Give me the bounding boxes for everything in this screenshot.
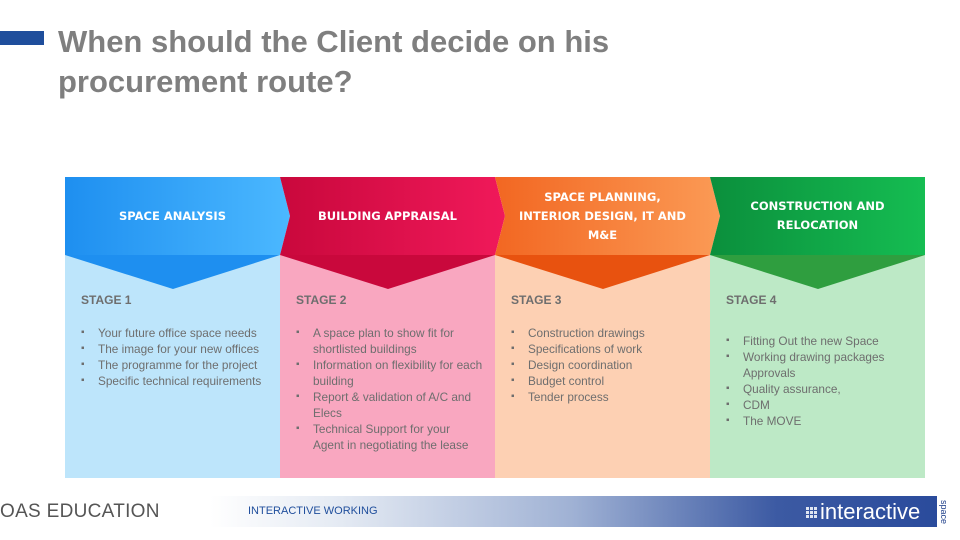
list-item: Report & validation of A/C and Elecs xyxy=(296,389,483,421)
stage-3-column: SPACE PLANNING, INTERIOR DESIGN, IT AND … xyxy=(495,177,720,478)
stage-4-list: Fitting Out the new Space Working drawin… xyxy=(726,333,913,429)
logo-side-text: space xyxy=(937,495,951,529)
list-item: Budget control xyxy=(511,373,698,389)
stage-1-header: SPACE ANALYSIS xyxy=(65,177,290,255)
stage-3-header-text: SPACE PLANNING, INTERIOR DESIGN, IT AND … xyxy=(519,189,686,242)
logo-grid-icon xyxy=(806,506,817,518)
stage-3-header-shape xyxy=(495,177,720,255)
list-item: Quality assurance, xyxy=(726,381,913,397)
list-item: Tender process xyxy=(511,389,698,405)
list-item: Construction drawings xyxy=(511,325,698,341)
list-item: The MOVE xyxy=(726,413,913,429)
list-item: Information on flexibility for each buil… xyxy=(296,357,483,389)
stage-1-pointer xyxy=(65,255,280,289)
stage-2-header: BUILDING APPRAISAL xyxy=(280,177,505,255)
stage-4-column: CONSTRUCTION AND RELOCATION STAGE 4 Fitt… xyxy=(710,177,925,478)
stage-3-pointer xyxy=(495,255,710,289)
list-item: Fitting Out the new Space xyxy=(726,333,913,349)
list-item: Your future office space needs xyxy=(81,325,268,341)
list-item: Specifications of work xyxy=(511,341,698,357)
list-item: Design coordination xyxy=(511,357,698,373)
stage-4-label: STAGE 4 xyxy=(726,293,777,307)
list-item: Working drawing packages Approvals xyxy=(726,349,913,381)
stage-1-label: STAGE 1 xyxy=(81,293,132,307)
logo-side-label: space xyxy=(939,499,949,525)
stage-1-header-shape xyxy=(65,177,290,255)
stage-3-list: Construction drawings Specifications of … xyxy=(511,325,698,405)
interactive-logo: interactive xyxy=(806,498,920,526)
logo-wordmark: interactive xyxy=(820,499,921,524)
title-accent-bar xyxy=(0,31,44,45)
list-item: Technical Support for your Agent in nego… xyxy=(296,421,483,453)
footer-organisation-text: OAS EDUCATION xyxy=(0,501,160,522)
stage-2-header-text: BUILDING APPRAISAL xyxy=(318,208,457,223)
slide-title: When should the Client decide on his pro… xyxy=(58,24,610,99)
list-item: Specific technical requirements xyxy=(81,373,268,389)
stage-1-column: SPACE ANALYSIS STAGE 1 Your future offic… xyxy=(65,177,290,478)
stage-3-label: STAGE 3 xyxy=(511,293,562,307)
list-item: A space plan to show fit for shortlisted… xyxy=(296,325,483,357)
stage-1-header-text: SPACE ANALYSIS xyxy=(119,208,226,223)
stage-2-header-shape xyxy=(280,177,505,255)
stage-2-label: STAGE 2 xyxy=(296,293,347,307)
stage-3-header: SPACE PLANNING, INTERIOR DESIGN, IT AND … xyxy=(495,177,720,255)
footer-tagline: INTERACTIVE WORKING xyxy=(248,505,378,517)
stage-1-list: Your future office space needs The image… xyxy=(81,325,268,389)
list-item: The image for your new offices xyxy=(81,341,268,357)
stage-4-pointer xyxy=(710,255,925,289)
stage-2-pointer xyxy=(280,255,495,289)
list-item: The programme for the project xyxy=(81,357,268,373)
stage-2-list: A space plan to show fit for shortlisted… xyxy=(296,325,483,453)
stage-4-header-text: CONSTRUCTION AND RELOCATION xyxy=(750,199,885,232)
stage-4-header-shape xyxy=(710,177,925,255)
list-item: CDM xyxy=(726,397,913,413)
stage-2-column: BUILDING APPRAISAL STAGE 2 A space plan … xyxy=(280,177,505,478)
stage-4-header: CONSTRUCTION AND RELOCATION xyxy=(710,177,925,255)
